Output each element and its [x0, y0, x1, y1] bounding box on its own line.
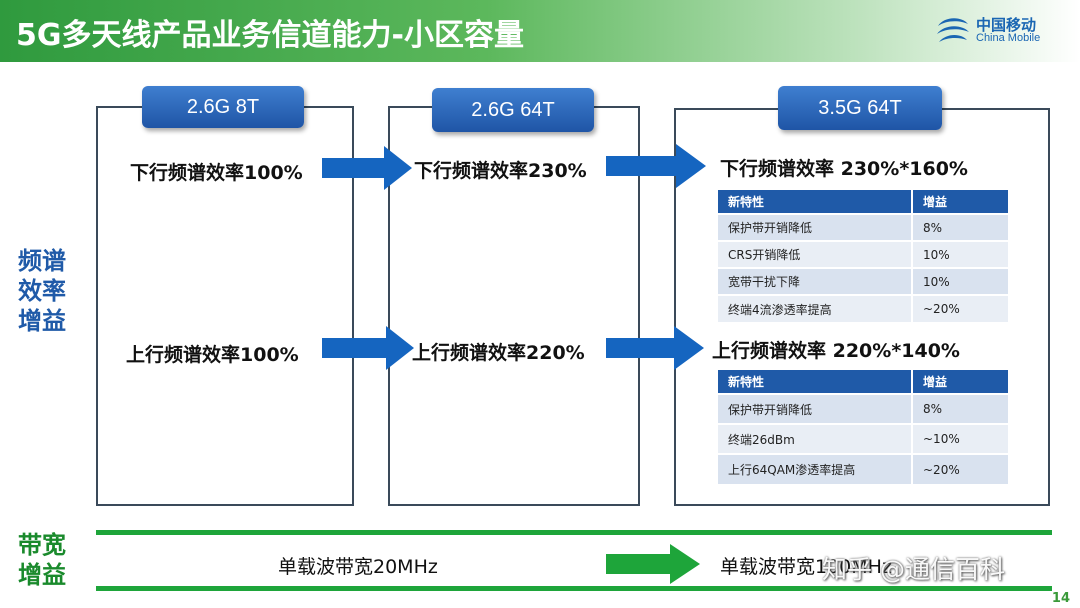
logo: 中国移动 China Mobile: [934, 12, 1064, 52]
table-header-feature: 新特性: [718, 370, 912, 394]
bandwidth-right-text: 单载波带宽100MHz: [720, 556, 892, 578]
table-header-gain: 增益: [911, 370, 1008, 394]
table-cell: 8%: [911, 213, 1008, 241]
uplink-feature-table: 新特性 增益 保护带开销降低 8% 终端26dBm ~10% 上行64QAM渗透…: [718, 370, 1008, 484]
arrow-right-icon: [322, 146, 412, 190]
table-row: CRS开销降低 10%: [718, 240, 1008, 268]
arrow-right-icon: [606, 144, 706, 188]
table-cell: 上行64QAM渗透率提高: [718, 453, 912, 484]
panel-tab-2-6g-8t: 2.6G 8T: [142, 86, 304, 128]
table-cell: 10%: [911, 267, 1008, 295]
bandwidth-bottom-line: [96, 586, 1052, 591]
table-cell: CRS开销降低: [718, 240, 912, 268]
table-header-gain: 增益: [911, 190, 1008, 214]
panel3-uplink: 上行频谱效率 220%*140%: [712, 340, 960, 362]
arrow-right-icon: [606, 544, 700, 584]
table-cell: 保护带开销降低: [718, 393, 912, 424]
table-row: 上行64QAM渗透率提高 ~20%: [718, 453, 1008, 484]
bandwidth-left-text: 单载波带宽20MHz: [278, 556, 438, 578]
table-cell: 8%: [911, 393, 1008, 424]
spectrum-gain-text: 频谱效率增益: [18, 247, 66, 335]
table-cell: 宽带干扰下降: [718, 267, 912, 295]
table-row: 终端4流渗透率提高 ~20%: [718, 294, 1008, 322]
table-cell: 保护带开销降低: [718, 213, 912, 241]
panel-tab-3-5g-64t: 3.5G 64T: [778, 86, 942, 130]
panel2-uplink: 上行频谱效率220%: [412, 342, 585, 364]
logo-text-cn: 中国移动: [976, 16, 1037, 34]
table-row: 宽带干扰下降 10%: [718, 267, 1008, 295]
arrow-right-icon: [606, 326, 704, 370]
table-cell: 终端26dBm: [718, 423, 912, 454]
panel-2-6g-64t: [388, 106, 640, 506]
table-row: 保护带开销降低 8%: [718, 393, 1008, 424]
china-mobile-logo-icon: [937, 18, 969, 42]
logo-text-en: China Mobile: [976, 32, 1041, 44]
watermark: 知乎 @通信百科: [822, 555, 1005, 584]
table-cell: ~20%: [911, 294, 1008, 322]
table-header-feature: 新特性: [718, 190, 912, 214]
table-cell: 终端4流渗透率提高: [718, 294, 912, 322]
bandwidth-top-line: [96, 530, 1052, 535]
table-cell: 10%: [911, 240, 1008, 268]
panel-tab-2-6g-64t: 2.6G 64T: [432, 88, 594, 132]
table-cell: ~10%: [911, 423, 1008, 454]
downlink-feature-table: 新特性 增益 保护带开销降低 8% CRS开销降低 10% 宽带干扰下降 10%…: [718, 190, 1008, 322]
panel-2-6g-8t: [96, 106, 354, 506]
bandwidth-gain-text: 带宽增益: [18, 531, 66, 589]
table-row: 保护带开销降低 8%: [718, 213, 1008, 241]
panel1-downlink: 下行频谱效率100%: [130, 162, 303, 184]
table-row: 终端26dBm ~10%: [718, 423, 1008, 454]
page-number: 14: [1051, 591, 1070, 606]
panel3-downlink: 下行频谱效率 230%*160%: [720, 158, 968, 180]
arrow-right-icon: [322, 326, 414, 370]
panel2-downlink: 下行频谱效率230%: [414, 160, 587, 182]
spectrum-gain-label: 频谱效率增益: [14, 246, 70, 336]
table-cell: ~20%: [911, 453, 1008, 484]
bandwidth-gain-label: 带宽增益: [14, 530, 70, 590]
panel1-uplink: 上行频谱效率100%: [126, 344, 299, 366]
slide-title: 5G多天线产品业务信道能力-小区容量: [16, 18, 524, 53]
header-bar: 5G多天线产品业务信道能力-小区容量 中国移动 China Mobile: [0, 0, 1080, 62]
